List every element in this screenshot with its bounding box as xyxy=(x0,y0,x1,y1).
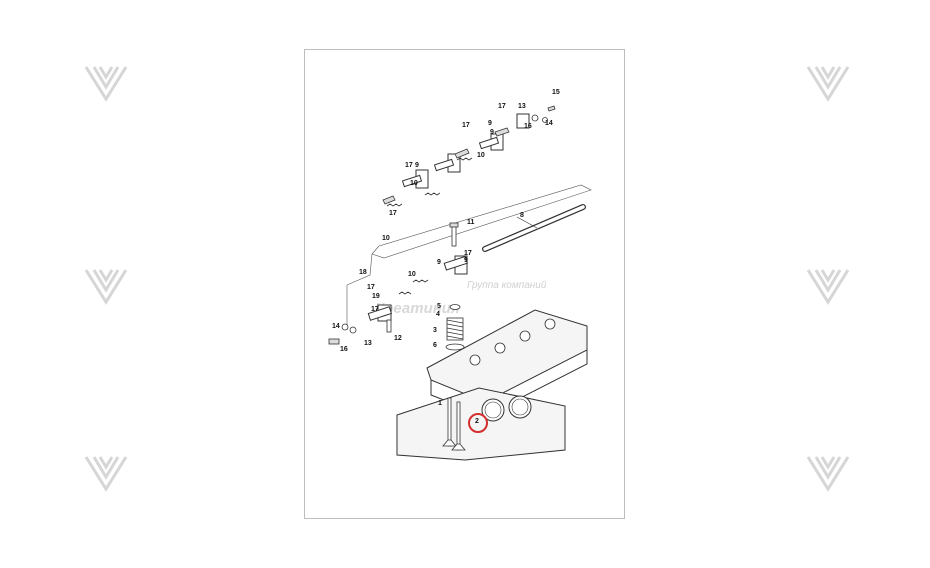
callout-2: 2 xyxy=(475,418,479,425)
adjuster-screw-set xyxy=(328,323,357,345)
cylinder-head xyxy=(426,309,588,417)
rocker-arm-6 xyxy=(367,304,393,333)
rocker-arm-3 xyxy=(478,127,510,151)
spring-group-upper xyxy=(386,157,473,207)
callout-12: 12 xyxy=(394,335,402,342)
callout-17: 17 xyxy=(371,306,379,313)
callout-17: 17 xyxy=(389,210,397,217)
callout-17: 17 xyxy=(498,103,506,110)
callout-16: 16 xyxy=(524,123,532,130)
callout-16: 16 xyxy=(340,346,348,353)
watermark-logo-icon xyxy=(78,258,134,314)
watermark-logo-icon xyxy=(78,55,134,111)
callout-9: 9 xyxy=(437,259,441,266)
engine-valve-train-drawing: Группа компаний Креатиния xyxy=(328,89,592,461)
callout-6: 6 xyxy=(433,342,437,349)
callout-17: 17 xyxy=(462,122,470,129)
callout-9: 9 xyxy=(464,257,468,264)
callout-15: 15 xyxy=(552,89,560,96)
rocker-arm-5 xyxy=(443,255,468,275)
callout-1: 1 xyxy=(438,400,442,407)
callout-14: 14 xyxy=(332,323,340,330)
callout-8: 8 xyxy=(520,212,524,219)
callout-10: 10 xyxy=(382,235,390,242)
valve-spring-stack xyxy=(445,304,465,351)
callout-9: 9 xyxy=(415,162,419,169)
callout-10: 10 xyxy=(477,152,485,159)
callout-14: 14 xyxy=(545,120,553,127)
valve-1 xyxy=(442,397,457,447)
callout-5: 5 xyxy=(437,303,441,310)
callout-11: 11 xyxy=(467,219,475,226)
rocker-arm-2 xyxy=(433,148,470,173)
rocker-shaft xyxy=(482,204,586,252)
watermark-logo-icon xyxy=(800,445,856,501)
callout-18: 18 xyxy=(359,269,367,276)
bolt-11 xyxy=(449,222,459,247)
callout-17: 17 xyxy=(367,284,375,291)
watermark-logo-icon xyxy=(800,258,856,314)
exploded-parts-diagram: Группа компаний Креатиния xyxy=(304,49,625,519)
watermark-brand-line: Креатиния xyxy=(375,300,460,317)
callout-13: 13 xyxy=(518,103,526,110)
callout-17: 17 xyxy=(464,250,472,257)
watermark-company-line: Группа компаний xyxy=(467,280,547,291)
callout-19: 19 xyxy=(372,293,380,300)
callout-9: 9 xyxy=(490,129,494,136)
engine-block xyxy=(396,387,566,461)
rocker-arm-1 xyxy=(382,169,429,205)
callout-17: 17 xyxy=(405,162,413,169)
callout-13: 13 xyxy=(364,340,372,347)
watermark-logo-icon xyxy=(800,55,856,111)
group-outline-upper xyxy=(371,184,592,259)
callout-4: 4 xyxy=(436,311,440,318)
highlight-ring xyxy=(468,413,488,433)
spring-group-lower xyxy=(398,279,429,295)
group-outline-left xyxy=(346,253,373,286)
callout-3: 3 xyxy=(433,327,437,334)
watermark-logo-icon xyxy=(78,445,134,501)
callout-10: 10 xyxy=(408,271,416,278)
callout-9: 9 xyxy=(488,120,492,127)
callout-10: 10 xyxy=(410,180,418,187)
rocker-arm-4 xyxy=(516,105,556,129)
valve-2 xyxy=(451,401,466,451)
